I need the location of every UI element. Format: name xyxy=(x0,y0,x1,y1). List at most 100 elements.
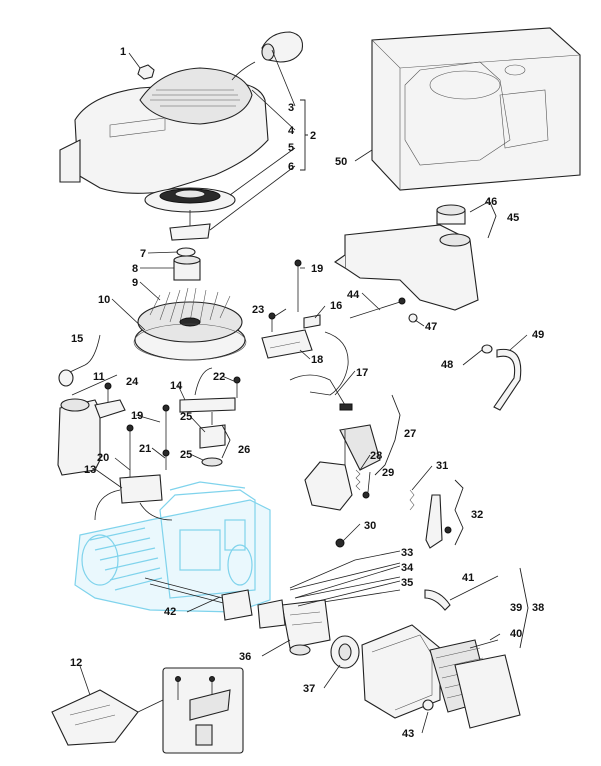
label-27: 27 xyxy=(404,428,416,440)
part-48-clamp xyxy=(481,344,493,354)
label-4: 4 xyxy=(288,125,295,137)
label-18: 18 xyxy=(311,354,323,366)
label-39: 39 xyxy=(510,602,522,614)
part-7-washer xyxy=(176,247,196,257)
label-34: 34 xyxy=(401,562,414,574)
label-16: 16 xyxy=(330,300,342,312)
part-36-carburetor xyxy=(281,599,331,656)
part-24-screw xyxy=(104,382,112,402)
part-1-nut xyxy=(137,64,155,80)
label-9: 9 xyxy=(132,277,138,289)
label-17: 17 xyxy=(356,367,368,379)
part-30-screw xyxy=(335,538,345,548)
part-20-bolt xyxy=(126,424,134,480)
label-42: 42 xyxy=(164,606,176,618)
label-25a: 25 xyxy=(180,411,192,423)
label-14: 14 xyxy=(170,380,183,392)
part-40-prefilter xyxy=(454,654,521,729)
label-36: 36 xyxy=(239,651,251,663)
part-6-starter-cup xyxy=(169,210,211,241)
label-15: 15 xyxy=(71,333,83,345)
label-38: 38 xyxy=(532,602,544,614)
part-9-10-flywheel xyxy=(133,287,247,361)
group-brackets xyxy=(221,99,529,649)
label-32: 32 xyxy=(471,509,483,521)
label-19b: 19 xyxy=(131,410,143,422)
label-30: 30 xyxy=(364,520,376,532)
recoil-starter-housing xyxy=(59,67,269,194)
label-10: 10 xyxy=(98,294,110,306)
part-33-34-35-linkage-rods xyxy=(289,562,401,607)
label-35: 35 xyxy=(401,577,413,589)
inset-hardware-box xyxy=(162,667,244,754)
label-19a: 19 xyxy=(311,263,323,275)
part-11-starter-motor xyxy=(57,398,126,476)
label-31: 31 xyxy=(436,460,448,472)
leader-lines xyxy=(71,49,528,734)
part-29-screw xyxy=(362,491,370,499)
label-21: 21 xyxy=(139,443,151,455)
part-46-fuel-cap xyxy=(436,204,466,225)
label-3: 3 xyxy=(288,102,294,114)
part-26-governor xyxy=(199,412,226,467)
part-50-complete-engine xyxy=(371,27,581,191)
part-28-spring xyxy=(355,469,361,491)
part-19-bolt-left xyxy=(162,404,170,450)
label-20: 20 xyxy=(97,452,109,464)
part-31-link xyxy=(409,489,415,511)
part-41-breather-hose xyxy=(424,589,451,611)
label-48: 48 xyxy=(441,359,453,371)
part-19-bolt-right xyxy=(294,259,302,312)
label-22: 22 xyxy=(213,371,225,383)
label-43: 43 xyxy=(402,728,414,740)
part-21-screw xyxy=(162,449,170,470)
label-26: 26 xyxy=(238,444,250,456)
part-45-fuel-tank xyxy=(333,224,479,311)
label-46: 46 xyxy=(485,196,497,208)
part-44-bolt xyxy=(349,297,406,319)
engine-block-ghost xyxy=(74,481,271,613)
label-8: 8 xyxy=(132,263,138,275)
label-50: 50 xyxy=(335,156,347,168)
label-40: 40 xyxy=(510,628,522,640)
label-2: 2 xyxy=(310,130,316,142)
label-13: 13 xyxy=(84,464,96,476)
part-5-pulley xyxy=(144,187,236,213)
label-37: 37 xyxy=(303,683,315,695)
part-38-air-filter-housing xyxy=(361,624,441,719)
label-5: 5 xyxy=(288,142,294,154)
part-14-bracket xyxy=(179,367,236,413)
part-42-studs xyxy=(144,577,286,629)
label-24: 24 xyxy=(126,376,139,388)
part-23-screw xyxy=(268,312,276,332)
label-1: 1 xyxy=(120,46,126,58)
part-13-ignition-coil xyxy=(94,474,173,521)
label-49: 49 xyxy=(532,329,544,341)
part-8-clutch xyxy=(173,255,201,281)
label-6: 6 xyxy=(288,161,294,173)
label-47: 47 xyxy=(425,321,437,333)
label-45: 45 xyxy=(507,212,519,224)
label-25b: 25 xyxy=(180,449,192,461)
part-37-gasket xyxy=(330,635,360,669)
part-43-nut xyxy=(422,699,434,711)
label-28: 28 xyxy=(370,450,382,462)
label-7: 7 xyxy=(140,248,146,260)
part-18-brake xyxy=(261,329,313,359)
part-15-spark-wire xyxy=(58,334,101,387)
label-11: 11 xyxy=(93,371,105,383)
label-44: 44 xyxy=(347,289,360,301)
callout-labels: 1 2 3 4 5 6 7 8 9 10 11 12 13 14 15 16 1… xyxy=(70,46,544,740)
part-32-throttle-lever xyxy=(425,494,452,549)
part-3-starter-handle xyxy=(231,31,304,81)
label-12: 12 xyxy=(70,657,82,669)
part-49-fuel-hose xyxy=(493,348,522,411)
label-29: 29 xyxy=(382,467,394,479)
part-12-hardware-bag xyxy=(51,689,139,746)
part-22-screw xyxy=(233,376,241,398)
label-33: 33 xyxy=(401,547,413,559)
part-27-control-bracket xyxy=(304,424,381,511)
part-17-wire-harness xyxy=(289,331,353,411)
